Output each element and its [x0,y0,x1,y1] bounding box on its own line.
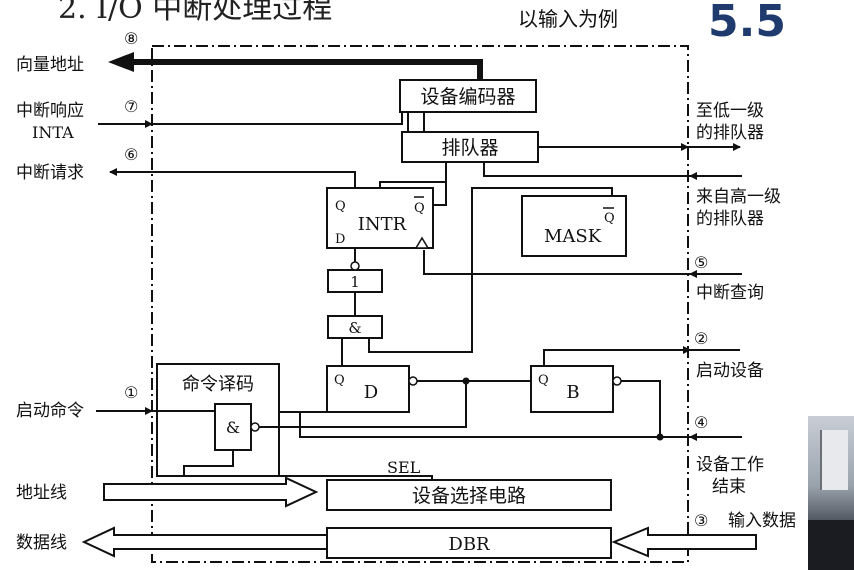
dbr-register: DBR [326,527,612,559]
device-select-label: 设备选择电路 [412,485,526,507]
step-4: ④ [694,413,708,432]
mask-label: MASK [544,226,602,247]
interface-boundary [151,45,689,563]
address-bus-arrow [103,476,319,508]
to-lower-label-1: 至低一级 [696,101,764,121]
mask-qbar-pin: Q [604,211,615,226]
input-data-label: 输入数据 [728,511,796,531]
decoder-title: 命令译码 [182,374,254,395]
int-ack-label: 中断响应 [16,101,84,121]
presenter-video-overlay [808,416,854,570]
step-2: ② [694,329,708,348]
step-7: ⑦ [124,97,138,116]
start-device-label: 启动设备 [696,361,764,381]
to-lower-label-2: 的排队器 [696,123,764,143]
intr-qbar-pin: Q [414,201,425,216]
device-encoder-label: 设备编码器 [420,86,515,108]
step-1: ① [124,383,138,402]
intr-q-pin: Q [335,199,346,214]
intr-flipflop: INTR Q D Q [326,187,434,249]
command-decoder: 命令译码 & [156,363,280,477]
or-gate-label: 1 [350,273,360,291]
data-bus-arrow [81,526,328,558]
input-data-arrow [611,526,757,558]
from-higher-label-1: 来自高一级 [696,187,781,207]
d-ff-q-pin: Q [334,373,345,388]
data-bus-label: 数据线 [16,533,67,553]
step-6: ⑥ [124,145,138,164]
int-query-label: 中断查询 [696,283,764,303]
d-ff-label: D [364,382,378,403]
section-badge: 5.5 [708,0,786,47]
from-higher-label-2: 的排队器 [696,209,764,229]
step-8: ⑧ [124,29,138,48]
d-flipflop: D Q [326,365,418,413]
and-gate: & [327,315,383,339]
video-shadow [808,520,854,570]
mask-flipflop: MASK Q [521,195,627,257]
slide-subtitle: 以输入为例 [518,7,618,31]
vector-address-label: 向量地址 [16,55,84,75]
b-flipflop: B Q [530,365,622,413]
sel-label: SEL [387,458,421,477]
device-done-label-1: 设备工作 [696,455,764,475]
step-5: ⑤ [694,253,708,272]
or-gate: 1 [327,261,383,293]
device-select-circuit: 设备选择电路 [326,479,612,511]
b-ff-q-pin: Q [538,373,549,388]
start-command-label: 启动命令 [16,401,84,421]
b-ff-label: B [566,382,579,403]
int-request-label: 中断请求 [16,163,84,183]
wires [96,52,742,480]
inta-label: INTA [32,123,74,142]
video-background-door [820,430,848,490]
dbr-label: DBR [448,534,490,555]
intr-d-pin: D [335,232,345,247]
and-gate-label: & [348,319,361,337]
device-encoder-block: 设备编码器 [399,79,537,113]
address-bus-label: 地址线 [16,483,67,503]
step-3: ③ [694,511,708,530]
device-done-label-2: 结束 [712,477,746,497]
slide-title: 2. I/O 中断处理过程 [58,0,332,26]
queue-label: 排队器 [441,137,498,159]
decoder-and-label: & [226,418,240,437]
queue-block: 排队器 [401,131,539,163]
intr-label: INTR [358,214,407,235]
